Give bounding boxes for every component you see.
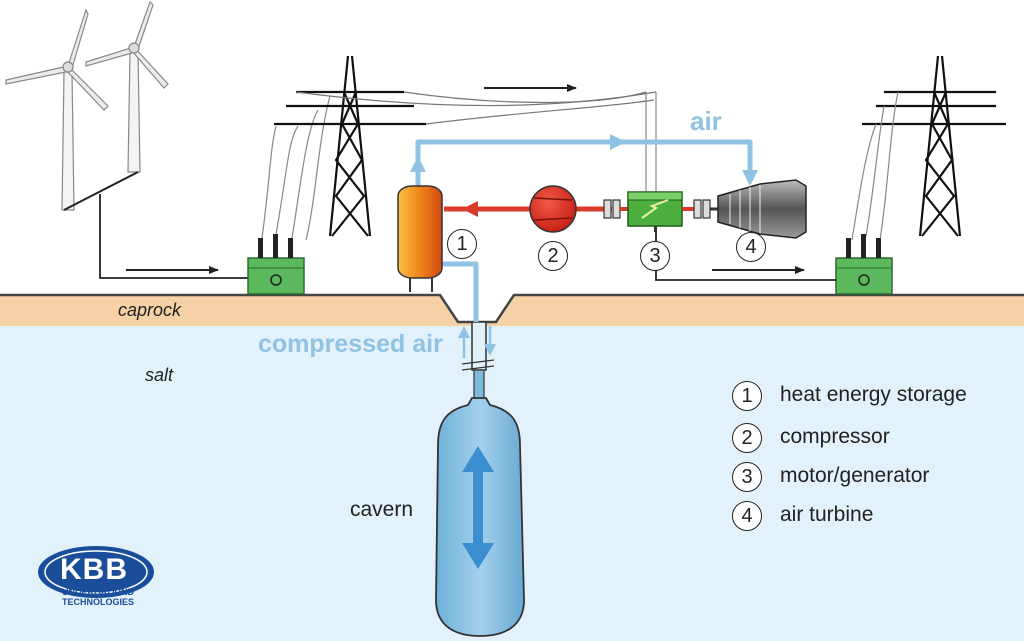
marker-2: 2	[538, 241, 568, 271]
marker-3: 3	[640, 241, 670, 271]
legend-text: heat energy storage	[780, 383, 967, 406]
turbine-icon	[717, 179, 807, 239]
cavern-icon	[435, 397, 525, 637]
salt-label: salt	[145, 365, 174, 385]
legend-number: 1	[732, 381, 762, 411]
compressed-air-label: compressed air	[258, 330, 443, 358]
compressor-icon	[529, 185, 577, 233]
generator-icon	[627, 191, 683, 232]
transformer-icon	[247, 234, 305, 295]
marker-4: 4	[736, 232, 766, 262]
logo-subtitle: UNDERGROUND TECHNOLOGIES	[62, 587, 134, 607]
caprock-label: caprock	[118, 300, 182, 320]
legend-number: 2	[732, 423, 762, 453]
transformer-icon	[835, 234, 893, 295]
wind-turbine-icon	[5, 0, 169, 211]
air-label: air	[690, 106, 722, 136]
power-pylon-icon	[274, 55, 426, 237]
legend-text: compressor	[780, 425, 890, 448]
legend-text: air turbine	[780, 503, 874, 526]
kbb-logo	[38, 546, 154, 598]
cavern-label: cavern	[350, 498, 414, 521]
legend-number: 3	[732, 462, 762, 492]
marker-1: 1	[447, 229, 477, 259]
legend-text: motor/generator	[780, 464, 930, 487]
storage-tank-icon	[397, 185, 443, 292]
legend-number: 4	[732, 501, 762, 531]
logo-sub-line-2: TECHNOLOGIES	[62, 597, 135, 607]
logo-sub-line-1: UNDERGROUND	[62, 587, 134, 597]
caprock-layer	[0, 295, 1024, 326]
logo-name: KBB	[60, 553, 128, 586]
compressed-air-arrows	[458, 326, 496, 358]
